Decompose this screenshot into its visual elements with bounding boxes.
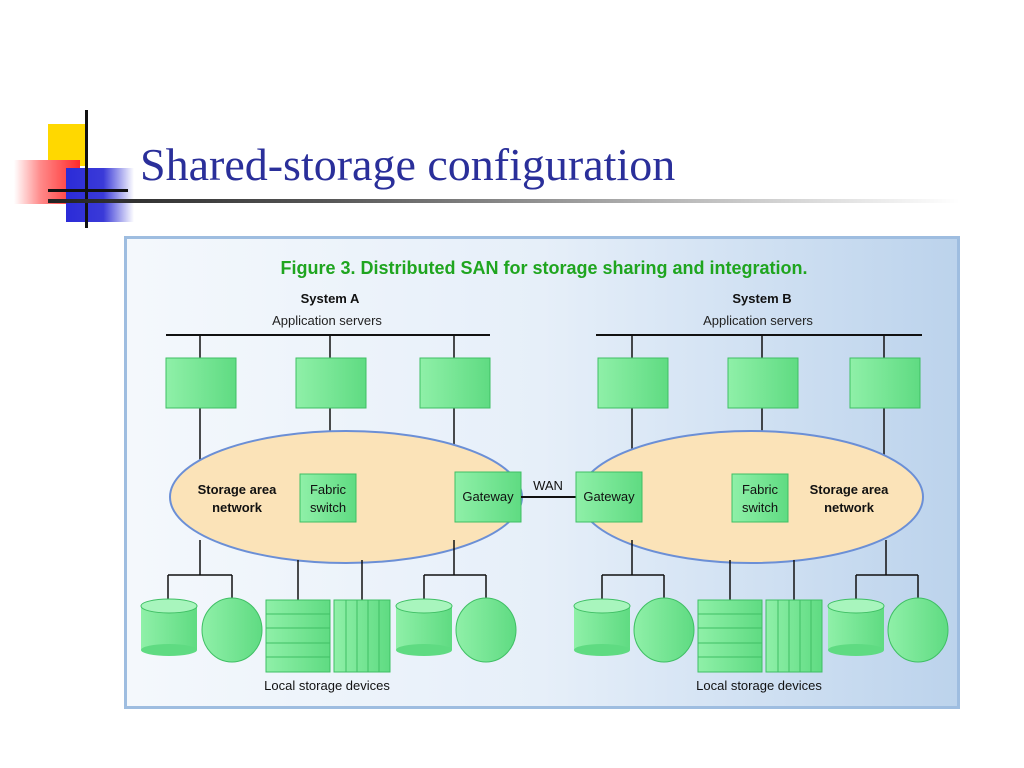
system-a-gateway (454, 471, 522, 523)
system-b-disk-cylinder-1 (573, 598, 631, 656)
system-b-app-server-1 (597, 357, 669, 409)
system-a-title: System A (301, 291, 360, 306)
system-b-fabric-label-1: Fabric (742, 482, 779, 497)
deco-blue-square (66, 168, 134, 222)
system-a-san-label-1: Storage area (198, 482, 278, 497)
system-b-gateway-label: Gateway (583, 489, 635, 504)
system-a-disk-cylinder-1 (140, 598, 198, 656)
deco-horizontal-line (48, 189, 128, 192)
deco-vertical-line (85, 110, 88, 228)
system-a-optical-disk-1 (201, 597, 263, 663)
system-a-fabric-label-1: Fabric (310, 482, 347, 497)
system-b-storage-label: Local storage devices (696, 678, 822, 693)
system-a-servers-label: Application servers (272, 313, 382, 328)
system-a-app-server-3 (419, 357, 491, 409)
slide-title: Shared-storage configuration (140, 139, 676, 190)
system-b-optical-disk-2 (887, 597, 949, 663)
system-b-tape-library (765, 599, 823, 673)
system-a-tape-library (333, 599, 391, 673)
system-b-san-label-1: Storage area (810, 482, 890, 497)
system-a-gateway-label: Gateway (462, 489, 514, 504)
system-a-app-server-1 (165, 357, 237, 409)
system-a-optical-disk-2 (455, 597, 517, 663)
system-a-disk-array (265, 599, 331, 673)
system-a-storage-label: Local storage devices (264, 678, 390, 693)
system-b-title: System B (732, 291, 791, 306)
figure-caption: Figure 3. Distributed SAN for storage sh… (280, 258, 807, 278)
system-b-san-label-2: network (824, 500, 875, 515)
system-b-app-server-3 (849, 357, 921, 409)
system-b-fabric-switch (731, 473, 789, 523)
system-b-gateway (575, 471, 643, 523)
system-b-storage-connectors (601, 540, 919, 600)
system-b-optical-disk-1 (633, 597, 695, 663)
system-a-app-server-2 (295, 357, 367, 409)
system-b-servers-label: Application servers (703, 313, 813, 328)
system-b-disk-array (697, 599, 763, 673)
system-a-san-label-2: network (212, 500, 263, 515)
wan-label: WAN (533, 478, 563, 493)
system-b-app-server-2 (727, 357, 799, 409)
system-b-disk-cylinder-2 (827, 598, 885, 656)
deco-yellow-square (48, 124, 88, 166)
system-a-storage-connectors (167, 540, 487, 600)
system-b-server-connectors (631, 335, 885, 470)
system-a-disk-cylinder-2 (395, 598, 453, 656)
system-b-fabric-label-2: switch (742, 500, 778, 515)
system-a-fabric-label-2: switch (310, 500, 346, 515)
system-a-fabric-switch (299, 473, 357, 523)
title-underline (48, 199, 960, 203)
